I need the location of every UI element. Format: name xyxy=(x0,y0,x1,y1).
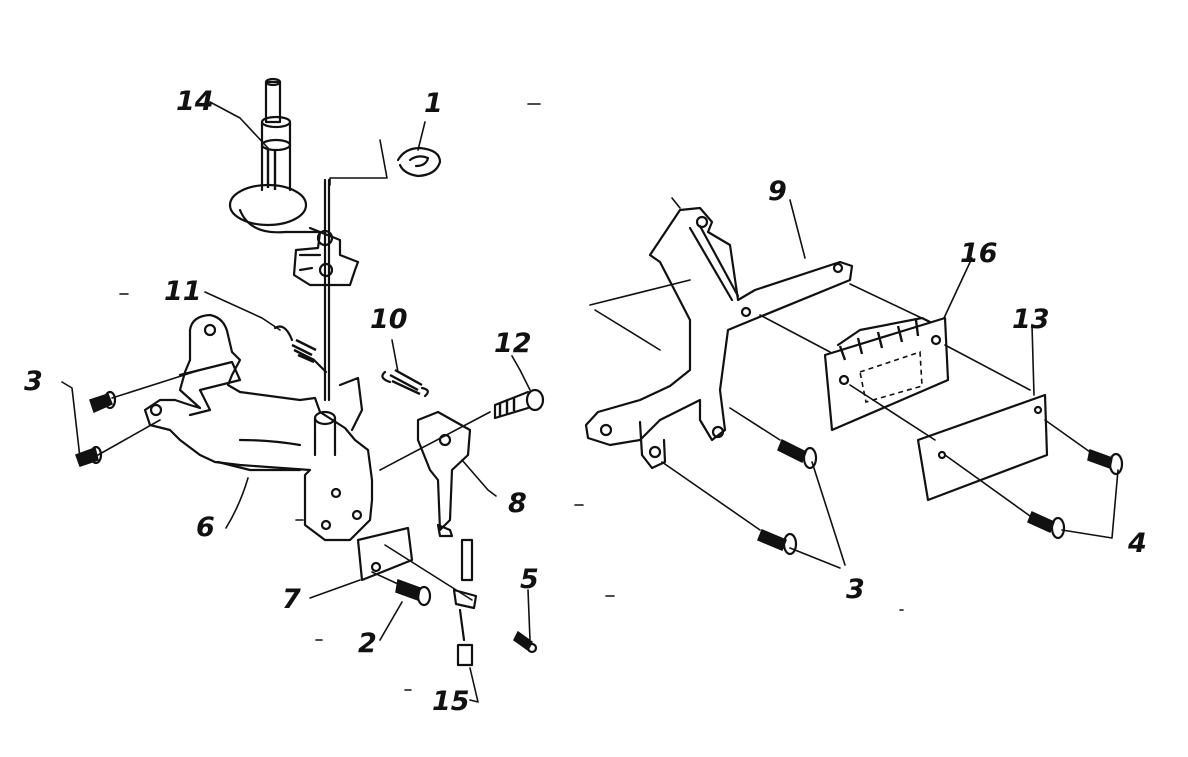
spring-part-10 xyxy=(381,368,429,398)
screws-part-3-left xyxy=(61,369,201,467)
screw-part-12 xyxy=(379,388,545,471)
label-part-11: 11 xyxy=(164,276,202,307)
spring-part-11 xyxy=(273,325,328,374)
stray-marks xyxy=(119,103,904,691)
part-number-labels: 14 1 11 10 12 3 6 8 7 5 2 15 9 16 13 4 3 xyxy=(24,86,1147,717)
shaft-part-14 xyxy=(228,77,360,287)
label-part-5: 5 xyxy=(520,564,539,595)
label-part-16: 16 xyxy=(960,238,998,269)
bracket-part-6 xyxy=(143,313,374,542)
lever-part-8 xyxy=(416,410,472,538)
label-part-3-left: 3 xyxy=(24,366,43,397)
label-part-15: 15 xyxy=(432,686,470,717)
label-part-3-right: 3 xyxy=(846,574,865,605)
connector-part-15 xyxy=(452,538,478,667)
label-part-4: 4 xyxy=(1127,528,1147,559)
label-part-13: 13 xyxy=(1012,304,1050,335)
board-part-16 xyxy=(759,283,950,432)
label-part-14: 14 xyxy=(176,86,214,117)
label-part-8: 8 xyxy=(508,488,527,519)
label-part-6: 6 xyxy=(196,512,215,543)
label-part-12: 12 xyxy=(494,328,532,359)
screw-part-2 xyxy=(371,571,432,607)
frame-part-9 xyxy=(584,197,854,470)
screw-part-5 xyxy=(513,630,538,654)
leader-lines xyxy=(204,101,1035,703)
label-part-9: 9 xyxy=(768,176,787,207)
screws-part-4 xyxy=(944,419,1124,540)
label-part-10: 10 xyxy=(370,304,408,335)
label-part-1: 1 xyxy=(424,88,443,119)
screws-part-3-right xyxy=(661,407,846,569)
cover-part-13 xyxy=(849,344,1049,502)
vertical-rod xyxy=(323,178,331,402)
clip-part-1 xyxy=(329,139,442,186)
label-part-2: 2 xyxy=(358,628,377,659)
label-part-7: 7 xyxy=(282,584,301,615)
